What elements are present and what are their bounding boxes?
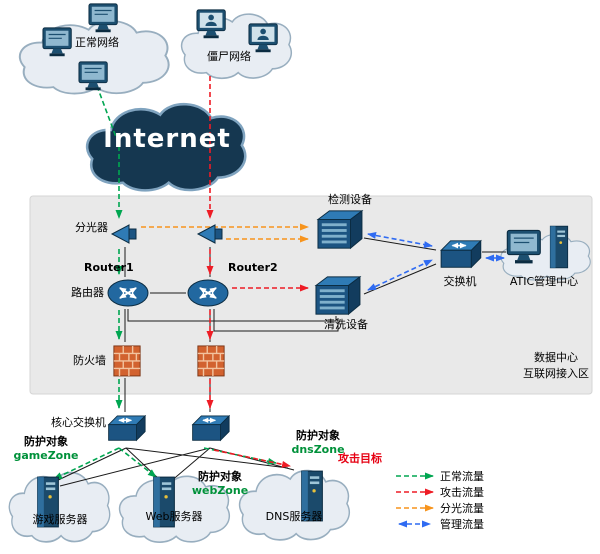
attack-target-label: 攻击目标 <box>338 452 382 465</box>
dnszone-name: dnsZone <box>291 443 345 456</box>
router1-icon <box>108 280 148 306</box>
legend-attack-label: 攻击流量 <box>440 486 484 499</box>
detection-label: 检测设备 <box>328 193 372 206</box>
router-role-label: 路由器 <box>71 286 104 299</box>
router2-icon <box>188 280 228 306</box>
webzone-title: 防护对象 <box>198 470 242 483</box>
legend-manage-label: 管理流量 <box>440 518 484 531</box>
firewall-icon <box>197 345 225 377</box>
switch-label: 交换机 <box>443 275 477 288</box>
switch-icon <box>441 241 481 267</box>
datacenter-label-line2: 互联网接入区 <box>523 367 589 380</box>
split-traffic-flow <box>141 223 309 243</box>
game-server-cloud <box>8 471 111 543</box>
internet-label: Internet <box>103 124 231 154</box>
botnet-label: 僵尸网络 <box>207 50 251 63</box>
normal-network-label: 正常网络 <box>75 36 119 49</box>
router2-label: Router2 <box>228 261 278 274</box>
atic-label: ATIC管理中心 <box>509 275 579 288</box>
dns-server-label: DNS服务器 <box>265 510 323 523</box>
legend-normal-label: 正常流量 <box>440 470 484 483</box>
router1-label: Router1 <box>84 261 134 274</box>
core-switch-label: 核心交换机 <box>51 416 106 429</box>
legend-arrows <box>396 472 434 528</box>
webzone-name: webZone <box>191 484 249 497</box>
atic-server-icon <box>549 225 569 269</box>
management-traffic-flow <box>367 232 505 291</box>
dnszone-title: 防护对象 <box>296 429 340 442</box>
web-server-label: Web服务器 <box>145 510 203 523</box>
firewall-icon <box>113 345 141 377</box>
detection-device-icon <box>317 210 363 249</box>
gamezone-name: gameZone <box>13 449 79 462</box>
game-server-label: 游戏服务器 <box>32 513 88 526</box>
core-switch-icon <box>109 416 146 440</box>
attack-traffic-flow <box>206 76 309 468</box>
datacenter-label-line1: 数据中心 <box>534 351 578 364</box>
dns-server-cloud <box>238 469 351 541</box>
legend-split-label: 分光流量 <box>440 502 484 515</box>
core-switch-icon <box>193 416 230 440</box>
firewall-label: 防火墙 <box>73 354 106 367</box>
cleaning-device-icon <box>315 276 361 315</box>
splitter-label: 分光器 <box>75 221 108 234</box>
gamezone-title: 防护对象 <box>24 435 68 448</box>
cleaning-label: 清洗设备 <box>324 318 368 331</box>
